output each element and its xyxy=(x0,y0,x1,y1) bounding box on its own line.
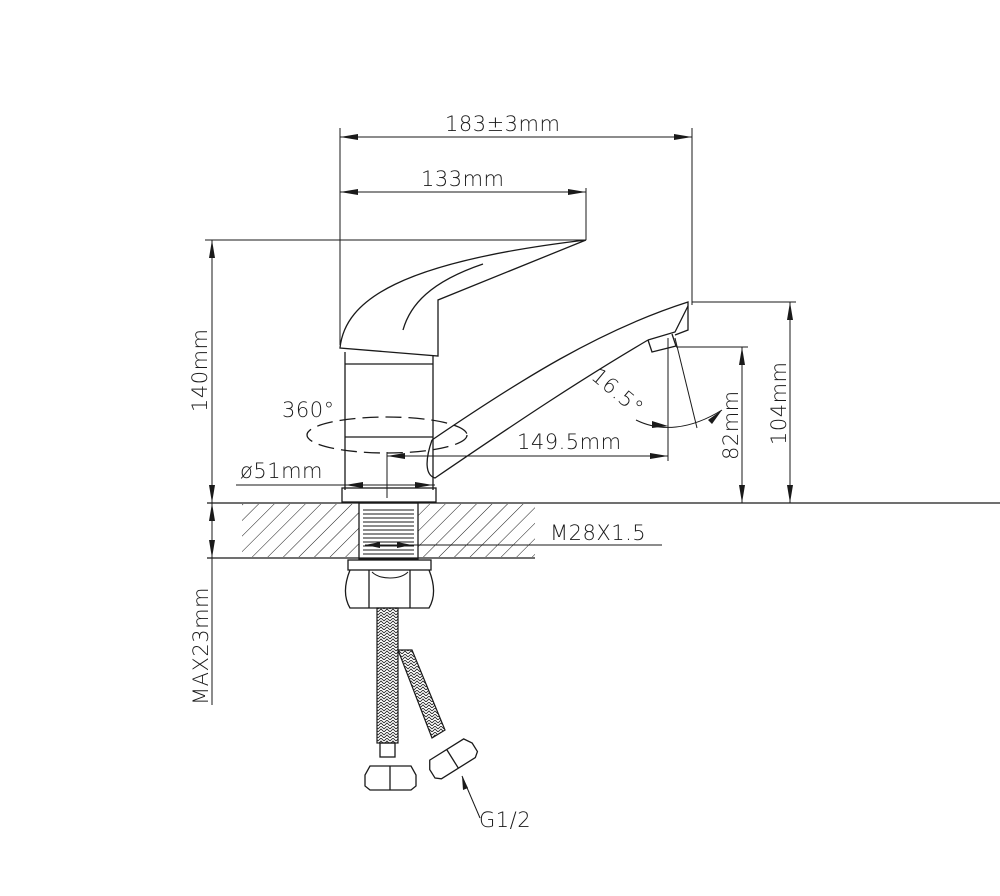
dimension-total-height: 140mm xyxy=(188,239,586,503)
mounting-thread: M28X1.5 xyxy=(358,502,662,560)
countertop-section xyxy=(207,502,1000,559)
mounting-nut xyxy=(344,559,435,609)
base-diameter-label: ø51mm xyxy=(240,459,323,483)
hose-connector-callout: G1/2 xyxy=(461,775,531,832)
dimension-spout-top-height: 104mm xyxy=(692,301,796,503)
spout-top-height-label: 104mm xyxy=(767,362,791,446)
dimension-outlet-height: 82mm xyxy=(676,346,748,503)
max-countertop-label: MAX23mm xyxy=(189,587,213,705)
dimension-handle-length: 133mm xyxy=(340,167,587,240)
faucet-spout xyxy=(426,301,689,479)
mounting-thread-label: M28X1.5 xyxy=(550,521,646,545)
spout-reach-label: 149.5mm xyxy=(517,430,622,454)
handle-length-label: 133mm xyxy=(421,167,505,191)
outlet-height-label: 82mm xyxy=(719,390,743,460)
spout-angle-label: 16.5° xyxy=(587,363,648,420)
dimension-overall-width: 183±3mm xyxy=(339,112,693,345)
supply-hoses xyxy=(376,607,446,758)
dimension-spout-reach: 149.5mm xyxy=(387,338,669,461)
faucet-lever-handle xyxy=(339,239,587,357)
rotation-indicator: 360° xyxy=(282,398,468,454)
dimension-max-countertop: MAX23mm xyxy=(189,503,215,705)
hose-connector-label: G1/2 xyxy=(479,808,531,832)
hose-connector-nuts xyxy=(364,738,479,791)
faucet-body xyxy=(341,352,437,503)
overall-width-label: 183±3mm xyxy=(445,112,560,136)
dimension-base-diameter: ø51mm xyxy=(236,452,435,498)
rotation-label: 360° xyxy=(282,398,335,422)
total-height-label: 140mm xyxy=(188,329,212,413)
